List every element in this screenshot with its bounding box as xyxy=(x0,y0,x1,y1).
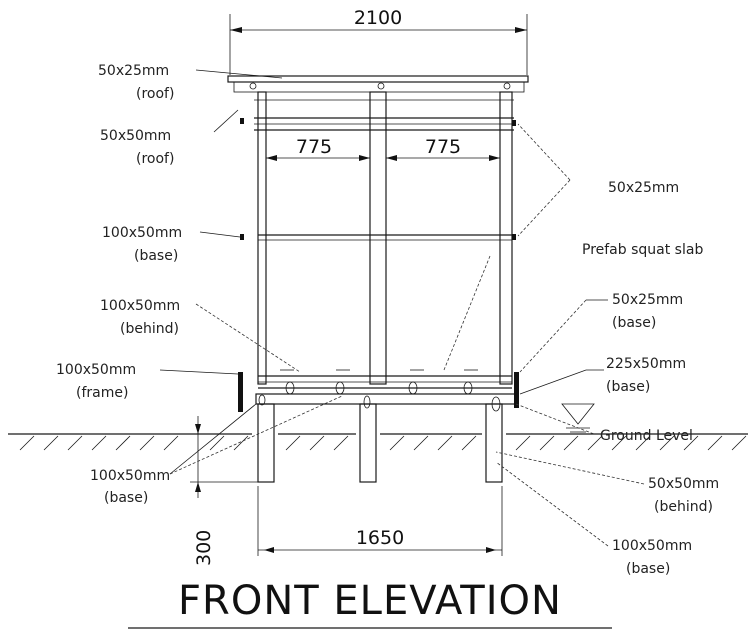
roof-rails xyxy=(254,99,514,131)
label-base-225-note: (base) xyxy=(606,379,650,395)
label-roof-top-size: 50x25mm xyxy=(98,63,169,79)
label-right-top-size: 50x25mm xyxy=(608,180,679,196)
label-bottom-base-note: (base) xyxy=(626,561,670,577)
roof xyxy=(227,75,529,93)
footings xyxy=(257,403,503,483)
ground-line xyxy=(8,403,748,451)
label-roof-top-note: (roof) xyxy=(136,86,174,102)
label-behind-left-size: 100x50mm xyxy=(100,298,180,314)
dimension-depth: 300 xyxy=(190,416,258,566)
leader-lines xyxy=(159,69,645,547)
dimension-1650-text: 1650 xyxy=(356,527,404,549)
label-base-right-size: 50x25mm xyxy=(612,292,683,308)
label-behind-left-note: (behind) xyxy=(120,321,179,337)
middle-rail xyxy=(240,118,516,241)
label-base-right-note: (base) xyxy=(612,315,656,331)
label-bottom-base-size: 100x50mm xyxy=(612,538,692,554)
dimension-300-text: 300 xyxy=(193,530,215,566)
label-lower-base-size: 100x50mm xyxy=(90,468,170,484)
label-ground-level: Ground Level xyxy=(600,428,693,444)
drawing-title: FRONT ELEVATION xyxy=(178,578,562,624)
label-behind-right-note: (behind) xyxy=(654,499,713,515)
label-base-225-size: 225x50mm xyxy=(606,356,686,372)
dimension-base-span: 1650 xyxy=(257,486,503,556)
label-roof-second-note: (roof) xyxy=(136,151,174,167)
floor-base xyxy=(238,369,519,412)
dimension-775-left-text: 775 xyxy=(296,136,332,158)
dimension-2100-text: 2100 xyxy=(354,7,402,29)
dimension-overall-width: 2100 xyxy=(229,7,528,75)
label-frame-size: 100x50mm xyxy=(56,362,136,378)
dimension-775-right-text: 775 xyxy=(425,136,461,158)
label-base-left-size: 100x50mm xyxy=(102,225,182,241)
label-base-left-note: (base) xyxy=(134,248,178,264)
label-behind-right-size: 50x50mm xyxy=(648,476,719,492)
annotations: 50x25mm (roof) 50x50mm (roof) 50x25mm 10… xyxy=(56,63,719,577)
label-slab: Prefab squat slab xyxy=(582,242,703,258)
label-roof-second-size: 50x50mm xyxy=(100,128,171,144)
label-frame-note: (frame) xyxy=(76,385,128,401)
dimension-bays: 775 775 xyxy=(266,136,500,161)
label-lower-base-note: (base) xyxy=(104,490,148,506)
